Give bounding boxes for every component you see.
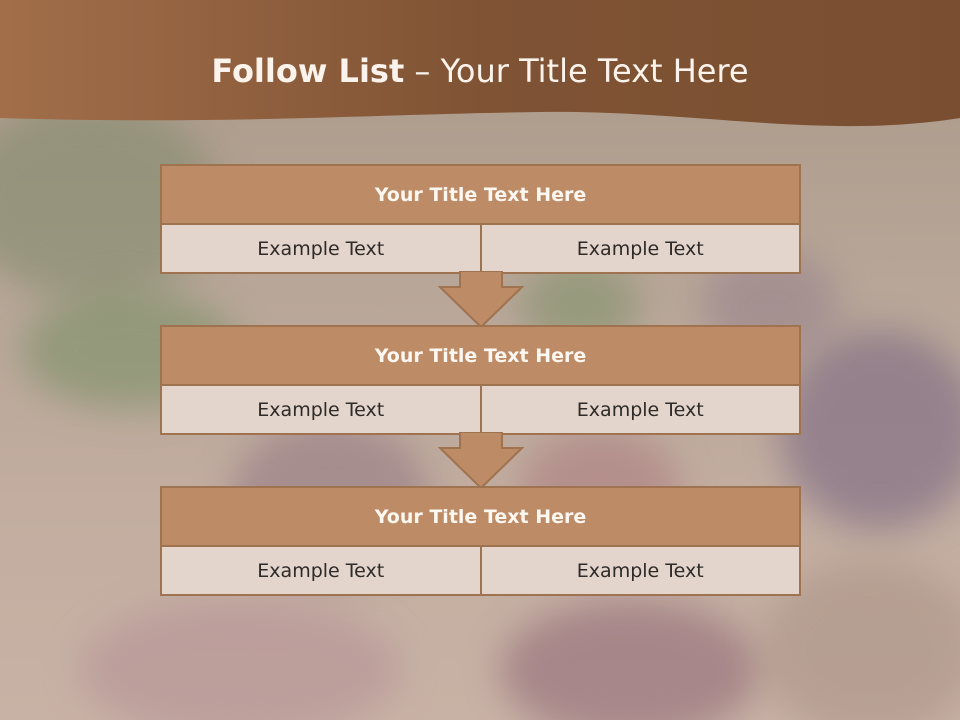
slide-title-strong: Follow List xyxy=(211,52,405,90)
flow-box-2: Your Title Text Here Example Text Exampl… xyxy=(160,325,801,435)
down-arrow-icon xyxy=(438,432,524,490)
flow-box-title: Your Title Text Here xyxy=(162,488,799,547)
flow-box-1: Your Title Text Here Example Text Exampl… xyxy=(160,164,801,274)
flow-box-title: Your Title Text Here xyxy=(162,327,799,386)
slide-title-rest: – Your Title Text Here xyxy=(404,52,749,90)
flow-cell-left: Example Text xyxy=(162,547,480,594)
header-band xyxy=(0,0,960,127)
flow-cell-left: Example Text xyxy=(162,225,480,272)
down-arrow-icon xyxy=(438,271,524,329)
flow-box-3: Your Title Text Here Example Text Exampl… xyxy=(160,486,801,596)
flow-cell-left: Example Text xyxy=(162,386,480,433)
flow-box-title: Your Title Text Here xyxy=(162,166,799,225)
slide-title: Follow List – Your Title Text Here xyxy=(0,52,960,90)
flow-cell-right: Example Text xyxy=(479,386,799,433)
flow-cell-right: Example Text xyxy=(479,547,799,594)
flow-cell-right: Example Text xyxy=(479,225,799,272)
